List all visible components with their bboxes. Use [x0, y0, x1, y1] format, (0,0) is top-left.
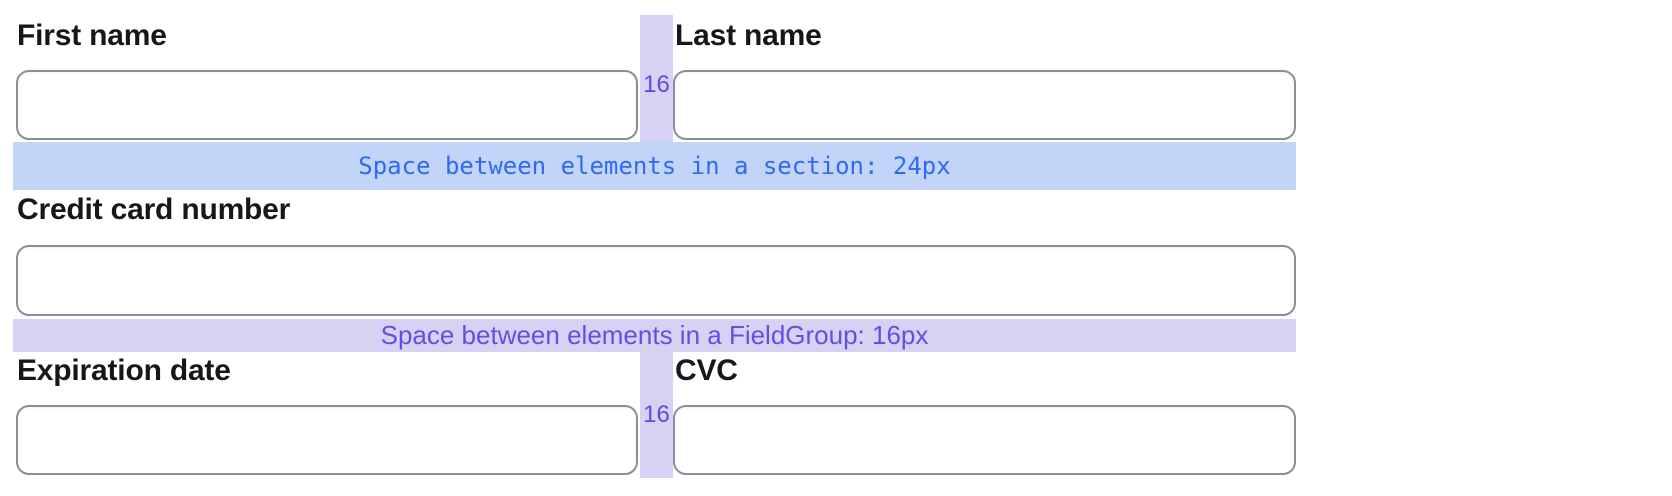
credit-card-number-input[interactable]: [16, 245, 1296, 316]
column-gap-highlight-row1: [640, 15, 673, 142]
first-name-input[interactable]: [16, 70, 638, 140]
cvc-input[interactable]: [673, 405, 1296, 475]
expiration-date-label: Expiration date: [17, 354, 231, 387]
fieldgroup-gap-band: Space between elements in a FieldGroup: …: [13, 319, 1296, 352]
credit-card-number-label: Credit card number: [17, 193, 291, 226]
last-name-label: Last name: [675, 19, 822, 52]
cvc-label: CVC: [675, 354, 738, 387]
fieldgroup-gap-band-label: Space between elements in a FieldGroup: …: [380, 320, 929, 350]
section-gap-band: Space between elements in a section: 24p…: [13, 142, 1296, 190]
expiration-date-input[interactable]: [16, 405, 638, 475]
column-gap-highlight-row2: [640, 352, 673, 478]
column-gap-value-row1: 16: [643, 71, 670, 98]
column-gap-value-row2: 16: [643, 401, 670, 428]
first-name-label: First name: [17, 19, 167, 52]
section-gap-band-label: Space between elements in a section: 24p…: [358, 152, 951, 180]
last-name-input[interactable]: [673, 70, 1296, 140]
